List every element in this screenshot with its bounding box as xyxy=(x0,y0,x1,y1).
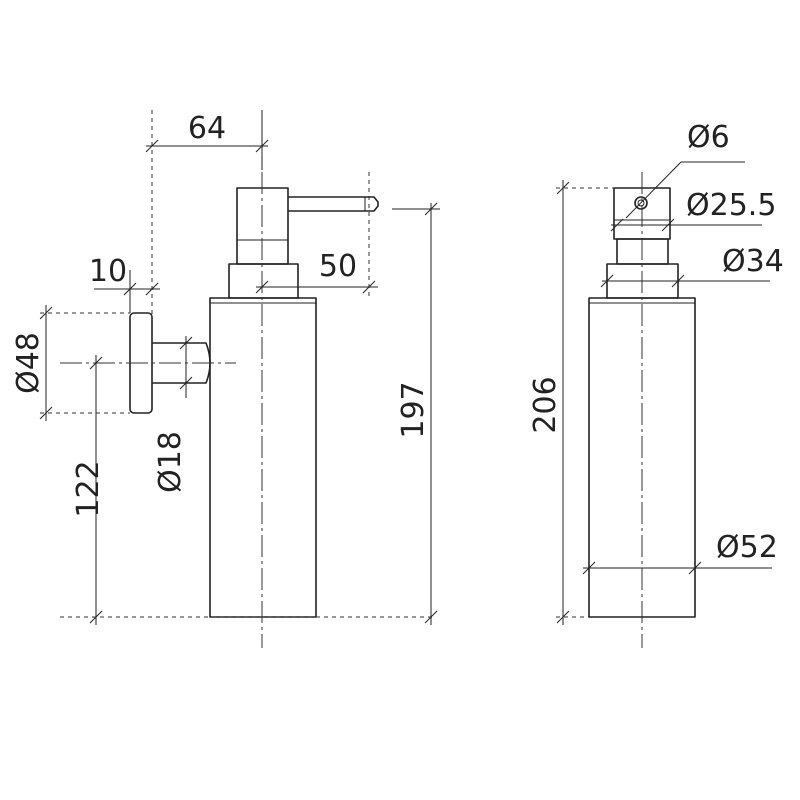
dim-122-label: 122 xyxy=(71,460,106,517)
dimension-50: 50 xyxy=(255,172,378,298)
dim-50-label: 50 xyxy=(319,249,357,284)
dim-10-label: 10 xyxy=(89,254,127,289)
dim-dia-18-label: Ø18 xyxy=(153,431,188,493)
dim-dia-52-label: Ø52 xyxy=(716,530,778,565)
pump-spout xyxy=(288,196,379,212)
dimension-10: 10 xyxy=(89,254,160,313)
dimension-dia-52: Ø52 xyxy=(582,530,778,575)
pump-collar xyxy=(228,263,299,299)
dimension-197: 197 xyxy=(392,202,440,625)
side-view xyxy=(588,172,696,648)
dim-64-label: 64 xyxy=(188,111,226,146)
dim-dia-25-5-label: Ø25.5 xyxy=(686,188,776,223)
dimension-dia-25-5: Ø25.5 xyxy=(610,188,776,232)
dimension-122: 122 xyxy=(60,355,432,625)
dimension-dia-6: Ø6 xyxy=(625,120,745,219)
dim-dia-48-label: Ø48 xyxy=(11,332,46,394)
dim-206-label: 206 xyxy=(528,376,563,433)
front-view xyxy=(60,172,379,648)
dimension-dia-48: Ø48 xyxy=(11,305,130,421)
dimension-206: 206 xyxy=(528,180,614,625)
dim-197-label: 197 xyxy=(396,381,431,438)
bottle-body xyxy=(209,297,317,618)
nozzle-hole-icon xyxy=(634,196,648,210)
dimension-64: 64 xyxy=(145,110,269,315)
dimension-dia-34: Ø34 xyxy=(600,244,784,288)
dim-dia-6-label: Ø6 xyxy=(687,120,730,155)
dim-dia-34-label: Ø34 xyxy=(722,244,784,279)
dimension-dia-18: Ø18 xyxy=(153,336,193,493)
